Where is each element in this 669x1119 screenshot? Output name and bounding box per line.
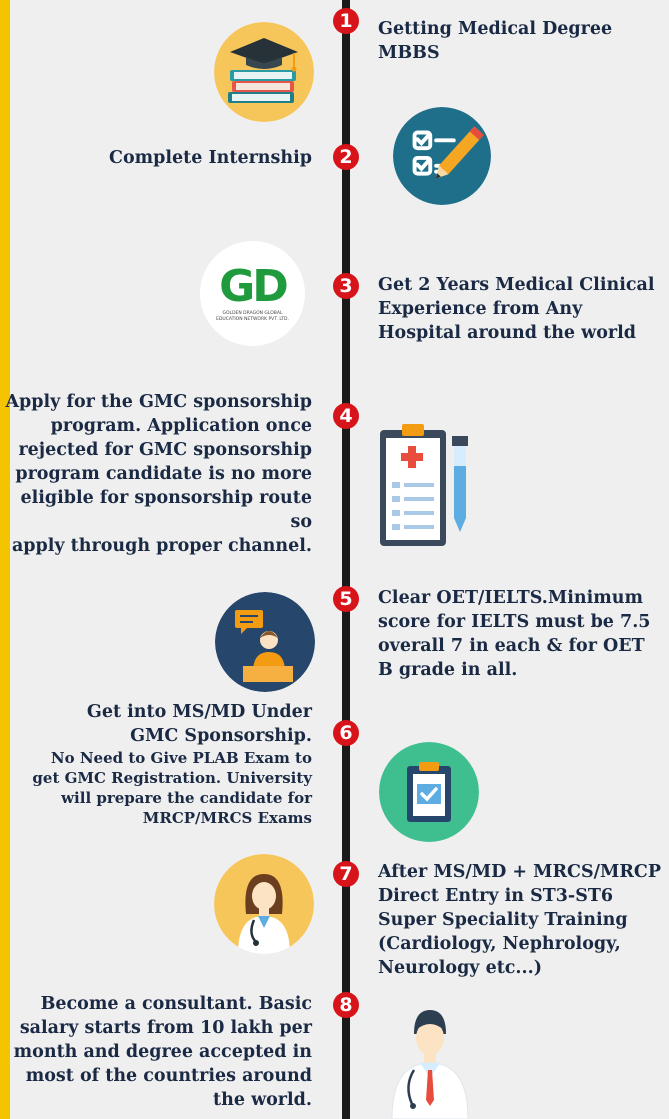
step-5-text: Clear OET/IELTS.Minimum score for IELTS … [378,588,651,680]
golden-dragon-logo: GD GOLDEN DRAGON GLOBAL EDUCATION NETWOR… [200,241,305,346]
step-8-marker: 8 [333,992,359,1018]
step-4-text: Apply for the GMC sponsorship program. A… [5,392,312,556]
step-6-subtext: No Need to Give PLAB Exam to get GMC Reg… [32,749,312,827]
step-6-text: Get into MS/MD Under GMC Sponsorship. No… [32,700,312,828]
checklist-pencil-icon [393,107,491,205]
step-6-marker: 6 [333,720,359,746]
step-7-text: After MS/MD + MRCS/MRCP Direct Entry in … [378,862,661,978]
presenter-chat-icon [215,592,315,692]
step-3-marker: 3 [333,273,359,299]
female-doctor-icon [214,854,314,954]
logo-mark: GD [219,261,289,312]
step-4-marker: 4 [333,403,359,429]
step-2-marker: 2 [333,144,359,170]
male-doctor-icon [380,1000,480,1119]
logo-tagline: GOLDEN DRAGON GLOBAL EDUCATION NETWORK P… [216,311,289,322]
timeline-line [342,0,350,1119]
step-5-marker: 5 [333,586,359,612]
step-2-text: Complete Internship [109,148,312,168]
medical-clipboard-test-tube-icon [364,416,484,552]
step-7-marker: 7 [333,861,359,887]
left-accent-bar [0,0,10,1119]
graduation-cap-books-icon [214,22,314,122]
step-3-text: Get 2 Years Medical Clinical Experience … [378,275,655,343]
step-1-text: Getting Medical Degree MBBS [378,19,613,63]
step-6-title: Get into MS/MD Under GMC Sponsorship. [86,702,312,746]
step-8-text: Become a consultant. Basic salary starts… [13,994,312,1110]
step-1-marker: 1 [333,8,359,34]
clipboard-check-icon [379,742,479,842]
